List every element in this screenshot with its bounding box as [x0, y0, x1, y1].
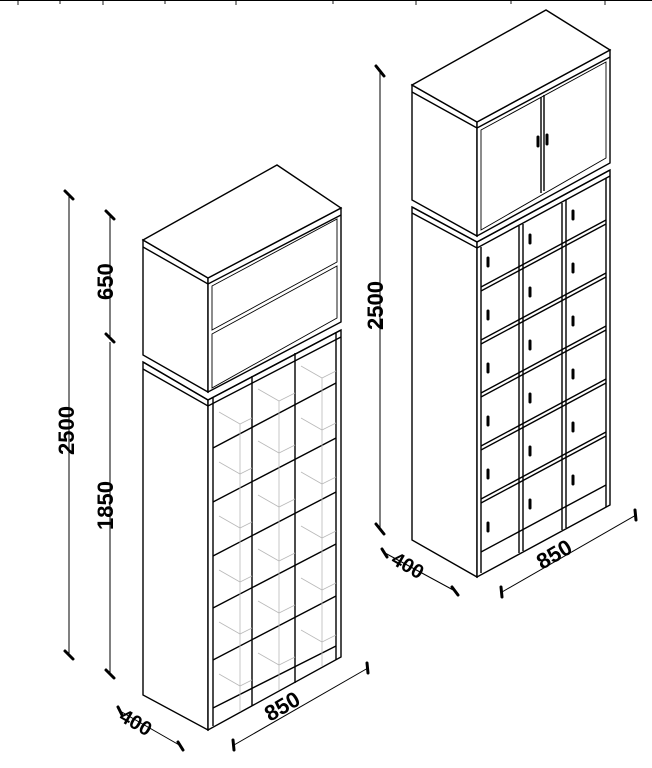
left-dimensions: 2500 650 1850 850 400 — [54, 189, 370, 752]
right-cabinet — [410, 9, 612, 579]
left-shelf-interior — [218, 365, 337, 712]
right-total-height-label: 2500 — [363, 281, 388, 330]
left-total-height-label: 2500 — [54, 406, 79, 455]
top-ruler — [0, 0, 652, 5]
left-cabinet — [141, 164, 343, 732]
right-locker-handles — [486, 209, 575, 533]
left-bottom-height-label: 1850 — [93, 481, 118, 530]
left-top-height-label: 650 — [93, 263, 118, 300]
left-shelves — [212, 382, 337, 709]
right-locker-rows — [480, 219, 607, 553]
right-depth-label: 400 — [388, 548, 428, 584]
